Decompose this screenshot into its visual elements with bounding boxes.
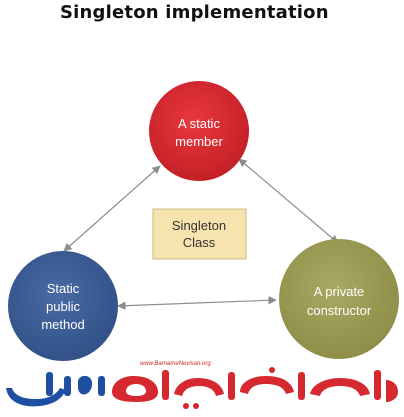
- connector-method-constructor: [117, 296, 277, 310]
- page-title: Singleton implementation: [60, 2, 329, 23]
- private-constructor-label-line1: A private: [314, 284, 365, 299]
- watermark-logo: [6, 367, 398, 409]
- node-static-method: Static public method: [8, 251, 118, 361]
- static-method-circle: [8, 251, 118, 361]
- center-box-rect: [152, 208, 247, 260]
- node-private-constructor: A private constructor: [279, 239, 399, 359]
- static-method-label-line3: method: [41, 317, 84, 332]
- connector-member-constructor: [238, 158, 339, 244]
- static-member-label-line2: member: [175, 134, 223, 149]
- center-box-label-line1: Singleton: [172, 218, 226, 233]
- static-member-label-line1: A static: [178, 116, 220, 131]
- static-member-circle: [149, 81, 249, 181]
- watermark-url: www.BarnameNevisan.org: [140, 361, 211, 367]
- private-constructor-label-line2: constructor: [307, 303, 372, 318]
- static-method-label-line1: Static: [47, 281, 80, 296]
- connector-member-method: [63, 165, 161, 252]
- center-box: Singleton Class: [152, 208, 247, 260]
- private-constructor-circle: [279, 239, 399, 359]
- center-box-label-line2: Class: [183, 235, 216, 250]
- static-method-label-line2: public: [46, 299, 80, 314]
- node-static-member: A static member: [149, 81, 249, 181]
